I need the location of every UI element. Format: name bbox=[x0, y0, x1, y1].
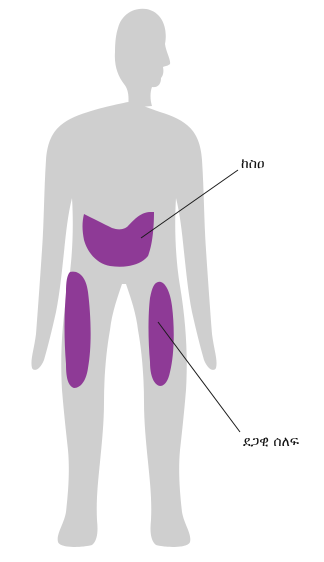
human-silhouette bbox=[31, 9, 216, 547]
left-thigh-injection-site bbox=[149, 282, 174, 386]
right-thigh-injection-site bbox=[65, 272, 91, 388]
thigh-label: ደጋዊ ሰለፍ bbox=[243, 435, 299, 449]
abdomen-label: ከስዐ bbox=[241, 157, 265, 171]
